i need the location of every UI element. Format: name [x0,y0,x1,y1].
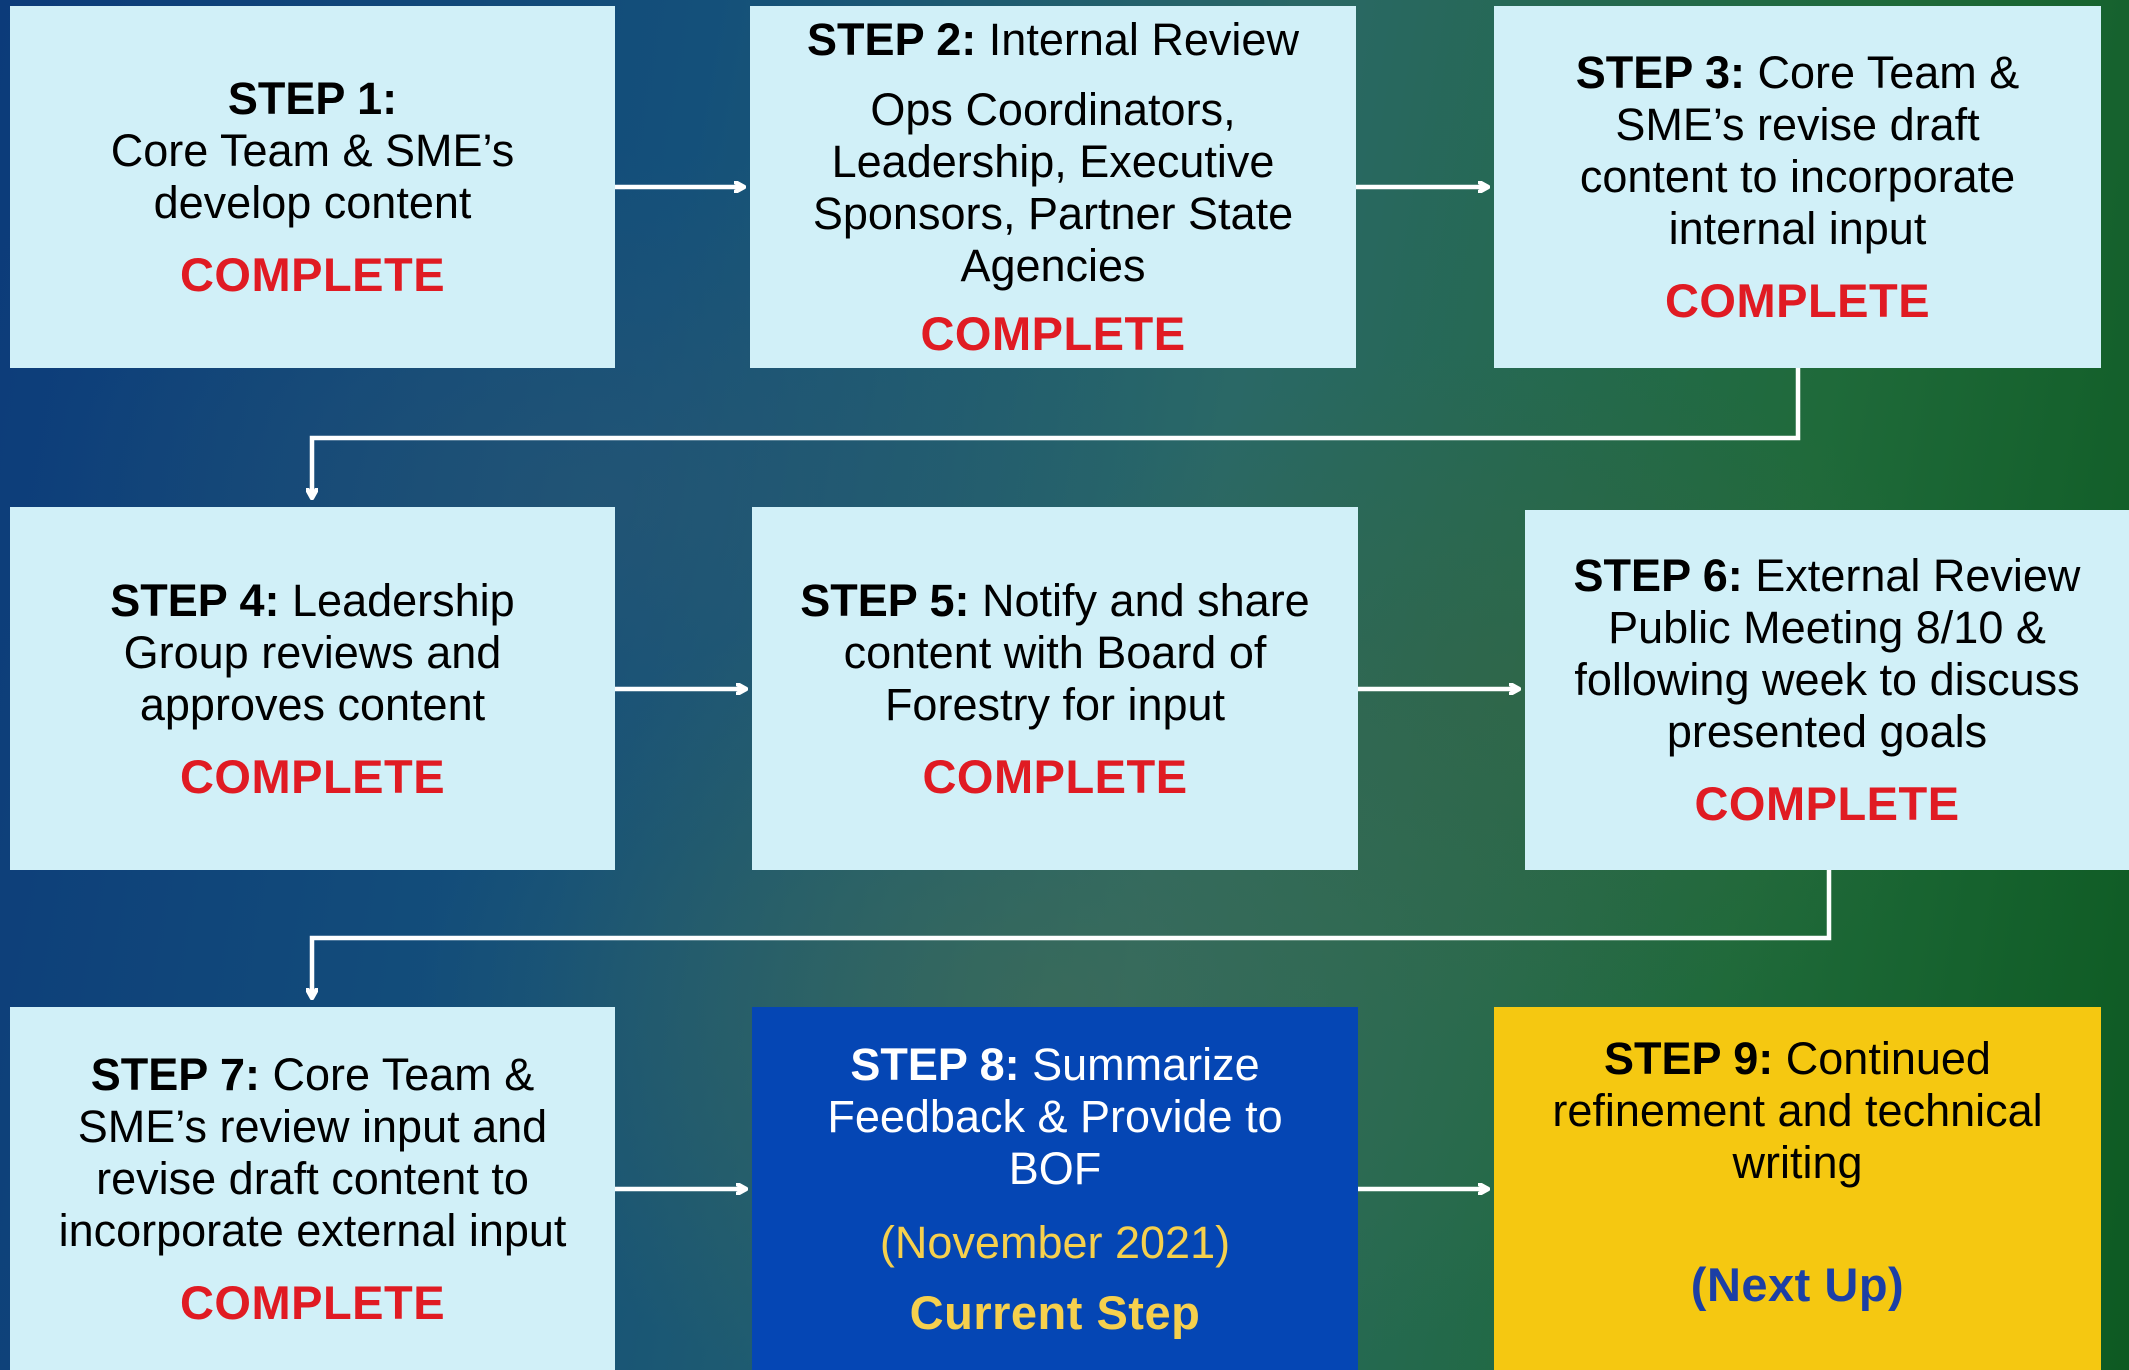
step-7-box: STEP 7: Core Team & SME’s review input a… [10,1007,615,1370]
arrow-step6-to-step7 [312,870,1832,997]
step-8-description: STEP 8: Summarize Feedback & Provide to … [805,1039,1305,1195]
arrow-step3-to-step4 [312,368,1801,497]
step-6-description: STEP 6: External Review Public Meeting 8… [1547,550,2107,758]
step-8-date: (November 2021) [879,1216,1231,1268]
step-9-description: STEP 9: Continued refinement and technic… [1528,1033,2068,1189]
step-9-text: Continued refinement and technical writi… [1552,1033,2043,1188]
step-8-status: Current Step [909,1285,1201,1339]
step-6-status: COMPLETE [1694,777,1960,830]
step-1-status: COMPLETE [179,248,446,301]
step-7-status: COMPLETE [179,1275,446,1329]
step-8-box: STEP 8: Summarize Feedback & Provide to … [752,1007,1358,1370]
step-2-status: COMPLETE [920,307,1186,360]
step-3-box: STEP 3: Core Team & SME’s revise draft c… [1494,6,2101,368]
step-4-text: Leadership Group reviews and approves co… [123,574,515,730]
step-3-description: STEP 3: Core Team & SME’s revise draft c… [1548,47,2048,255]
step-2-label: STEP 2: [807,14,977,65]
step-8-text: Summarize Feedback & Provide to BOF [827,1038,1283,1194]
step-5-text: Notify and share content with Board of F… [843,574,1310,730]
step-2-box: STEP 2: Internal Review Ops Coordinators… [750,6,1356,368]
step-6-label: STEP 6: [1573,550,1743,601]
step-1-box: STEP 1: Core Team & SME’s develop conten… [10,6,615,368]
step-7-description: STEP 7: Core Team & SME’s review input a… [23,1049,603,1257]
step-3-status: COMPLETE [1664,274,1931,327]
step-8-label: STEP 8: [850,1038,1020,1090]
step-6-text: External Review Public Meeting 8/10 & fo… [1574,550,2081,757]
step-2-text: Internal Review [988,14,1299,65]
step-2-detail: Ops Coordinators, Leadership, Executive … [812,84,1294,291]
step-3-label: STEP 3: [1575,47,1745,98]
step-6-box: STEP 6: External Review Public Meeting 8… [1525,510,2129,870]
step-4-label: STEP 4: [110,574,280,626]
step-4-box: STEP 4: Leadership Group reviews and app… [10,507,615,870]
step-5-box: STEP 5: Notify and share content with Bo… [752,507,1358,870]
step-5-description: STEP 5: Notify and share content with Bo… [785,575,1325,731]
step-9-box: STEP 9: Continued refinement and technic… [1494,1007,2101,1370]
step-4-description: STEP 4: Leadership Group reviews and app… [93,575,533,731]
step-1-label: STEP 1: [227,73,398,124]
step-3-text: Core Team & SME’s revise draft content t… [1579,47,2020,254]
step-5-status: COMPLETE [922,749,1188,803]
step-7-text: Core Team & SME’s review input and revis… [58,1048,567,1256]
step-9-label: STEP 9: [1604,1033,1774,1084]
step-5-label: STEP 5: [800,574,970,626]
step-7-label: STEP 7: [90,1048,260,1100]
step-2-title: STEP 2: Internal Review [807,14,1299,66]
step-1-description: STEP 1: Core Team & SME’s develop conten… [10,73,615,229]
step-1-text: Core Team & SME’s develop content [110,125,515,228]
step-4-status: COMPLETE [179,749,446,803]
step-9-status: (Next Up) [1690,1258,1905,1311]
